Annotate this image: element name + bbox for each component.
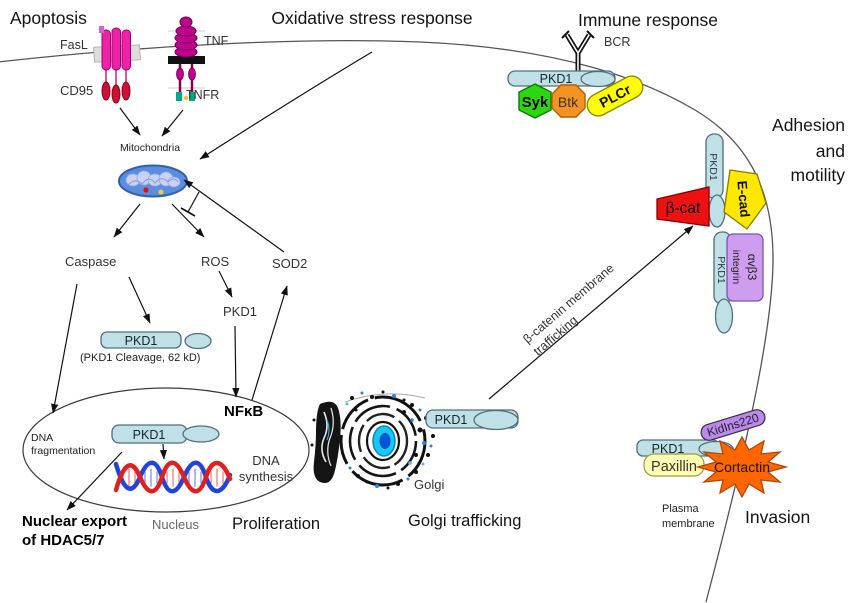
plasma-membrane-line [0, 39, 774, 603]
arrow-bcatenin-trafficking [488, 225, 694, 400]
label-nuclear-export-line2: of HDAC5/7 [22, 532, 105, 549]
bcat-label: β-cat [666, 200, 701, 217]
label-bcatenin-trafficking: β-catenin membrane trafficking [520, 261, 616, 358]
arrow-sod2-to-mitochondria [183, 179, 285, 253]
avb3-label: αvβ3 [745, 254, 759, 281]
arrow-caspase-to-cleavage [128, 276, 151, 324]
label-golgi: Golgi [414, 477, 444, 492]
label-tnfr: TNFR [186, 88, 219, 102]
kidins220-shape [700, 409, 766, 441]
syk-hexagon [518, 83, 552, 119]
pkd1-invasion-box-label: PKD1 [652, 442, 685, 456]
title-adhesion-line2: and [816, 141, 845, 161]
mitochondria-icon [118, 164, 188, 198]
paxillin-label: Paxillin [651, 459, 697, 475]
label-dna-fragmentation-line2: fragmentation [31, 445, 95, 457]
arrow-ros-to-pkd1 [218, 270, 233, 298]
arrow-nfkb-to-sod2 [251, 285, 288, 401]
pkd1-nucleus-complex [111, 424, 220, 444]
label-cleavage-caption: (PKD1 Cleavage, 62 kD) [80, 352, 200, 364]
pkd1-golgi-complex [425, 409, 519, 431]
kidins220-label: KidIns220 [705, 410, 760, 439]
arrow-pkd1-to-dna [159, 443, 167, 460]
label-sod2: SOD2 [272, 256, 307, 271]
label-dna-synthesis-line2: synthesis [239, 469, 294, 484]
btk-label: Btk [558, 94, 579, 110]
tnf-receptor-icon [168, 16, 205, 101]
arrow-nucleus-to-hdac-export [66, 451, 123, 511]
pkd1-cleavage-box-label: PKD1 [125, 334, 158, 348]
cortactin-starburst [695, 435, 789, 499]
integrin-label: integrin [730, 250, 742, 285]
plcr-shape [586, 75, 644, 117]
arrow-cd95-to-mitochondria [119, 107, 141, 136]
btk-octagon [551, 84, 586, 118]
cortactin-label: Cortactin [714, 459, 770, 475]
title-adhesion-line1: Adhesion [772, 115, 845, 135]
arrow-tnfr-to-mitochondria [161, 109, 184, 137]
bcat-shape [656, 186, 710, 227]
arrow-mitochondria-to-caspase [113, 203, 141, 238]
title-proliferation: Proliferation [232, 515, 320, 533]
label-ros: ROS [201, 254, 230, 269]
pkd1-immune-box-label: PKD1 [540, 72, 573, 86]
title-invasion: Invasion [745, 507, 810, 527]
arrow-mitochondria-to-ros [171, 203, 205, 238]
title-golgi-trafficking: Golgi trafficking [408, 512, 521, 530]
pkd1-integrin-vertical-label: PKD1 [715, 256, 727, 284]
arrow-caspase-to-dna-fragmentation [51, 283, 78, 414]
label-nuclear-export-line1: Nuclear export [22, 513, 127, 530]
label-cd95: CD95 [60, 83, 93, 98]
bcr-icon [561, 30, 595, 72]
title-apoptosis: Apoptosis [10, 8, 87, 28]
label-caspase: Caspase [65, 254, 116, 269]
label-nucleus: Nucleus [152, 517, 199, 532]
pkd1-golgi-box-label: PKD1 [435, 413, 468, 427]
er-icon [310, 401, 341, 483]
label-tnf: TNF [204, 34, 229, 48]
title-adhesion-line3: motility [791, 165, 846, 185]
syk-label: Syk [522, 94, 549, 111]
ecad-pentagon [723, 169, 767, 230]
pkd1-ecad-vertical-label: PKD1 [707, 153, 719, 181]
label-mitochondria: Mitochondria [120, 142, 180, 154]
pkd1-cleavage-complex [100, 331, 212, 350]
label-nfkb: NFκB [224, 403, 263, 420]
inhibition-tbar [180, 191, 200, 217]
golgi-icon [339, 390, 435, 490]
label-pkd1-cytosol: PKD1 [223, 304, 257, 319]
fasl-receptor-icon [93, 26, 141, 104]
pkd1-nucleus-box-label: PKD1 [133, 428, 166, 442]
title-immune-response: Immune response [578, 10, 718, 30]
label-bcr: BCR [604, 35, 630, 49]
pkd1-cleavage-fragment-ellipse [184, 332, 212, 350]
dna-helix-icon [113, 460, 233, 494]
label-dna-synthesis-line1: DNA [252, 453, 280, 468]
integrin-shape [726, 233, 764, 302]
title-oxidative-stress: Oxidative stress response [271, 8, 472, 28]
pkd1-immune-complex [507, 70, 616, 88]
label-dna-fragmentation-line1: DNA [31, 432, 53, 444]
label-plasma-membrane-line2: membrane [662, 518, 715, 530]
arrow-oxidative-to-mitochondria [199, 51, 373, 160]
arrow-pkd1-to-nfkb [232, 325, 240, 398]
ecad-label: E-cad [734, 180, 752, 218]
label-plasma-membrane-line1: Plasma [662, 503, 700, 515]
label-fasl: FasL [60, 38, 88, 52]
